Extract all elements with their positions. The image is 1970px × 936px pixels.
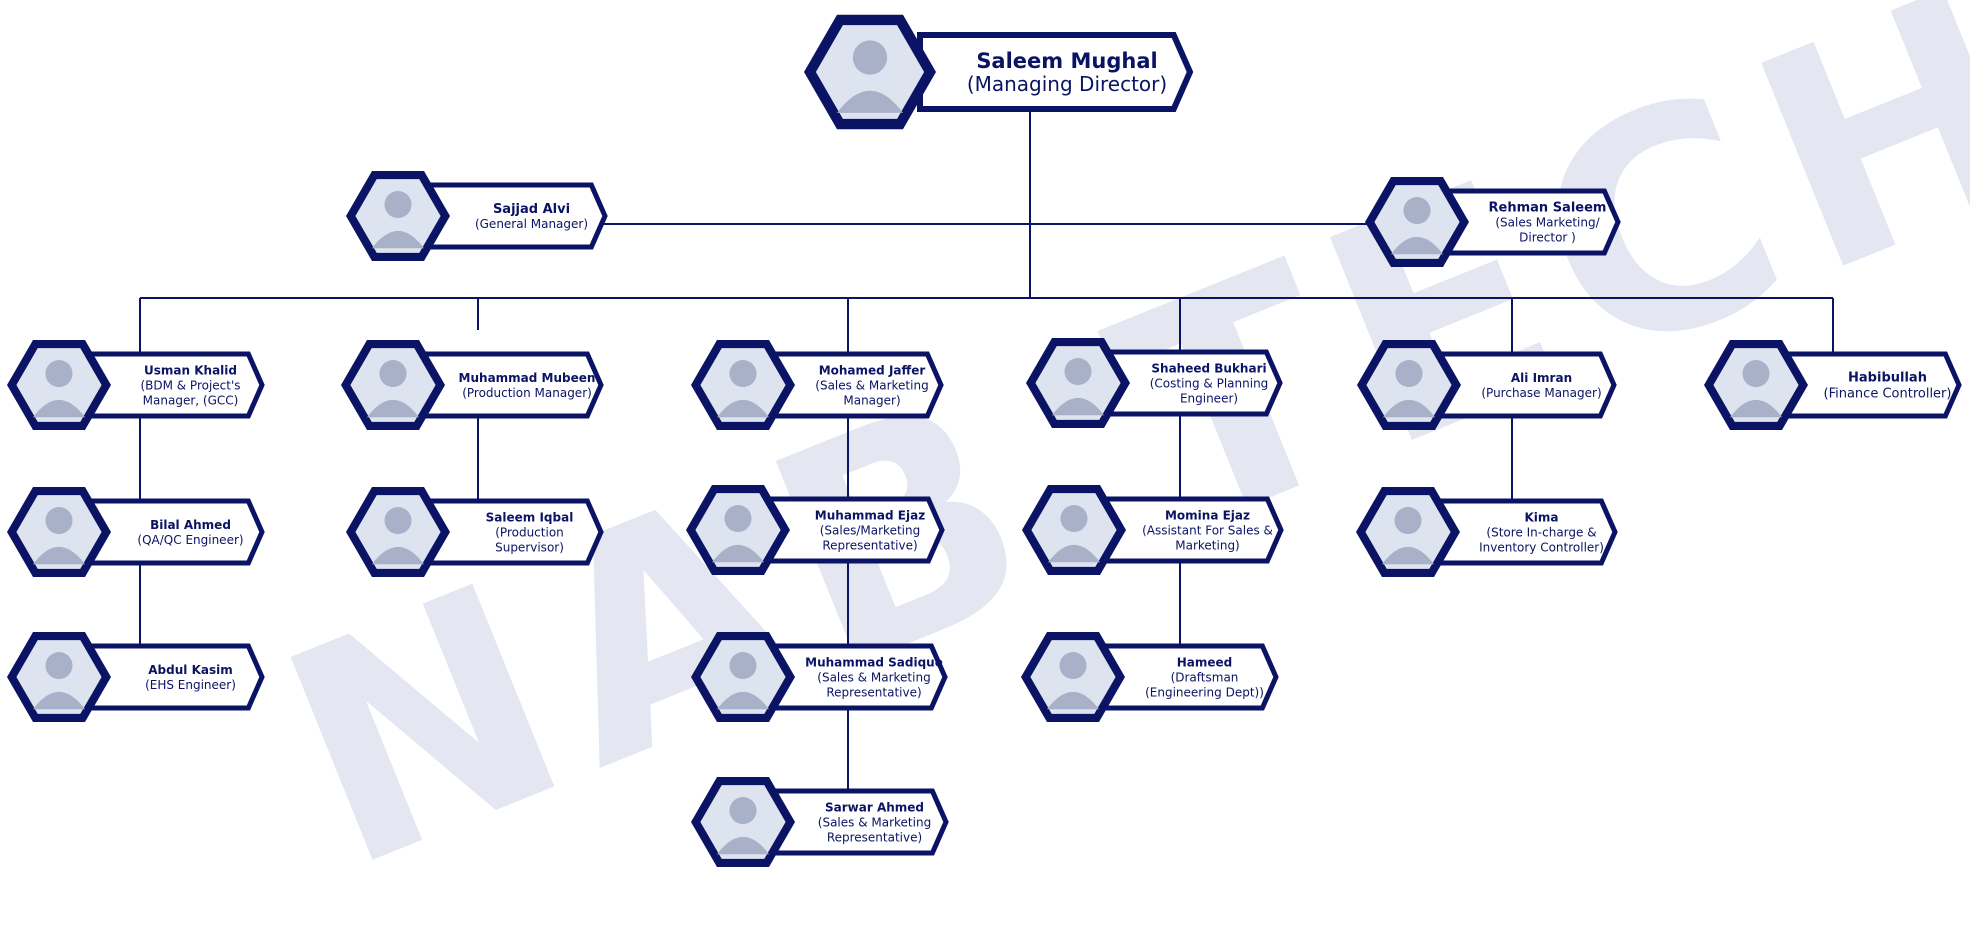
org-node-saleem-mughal[interactable]: Saleem Mughal(Managing Director): [804, 14, 1194, 130]
avatar: [815, 25, 925, 119]
employee-role: Representative): [827, 830, 922, 844]
org-node-sarwar-ahmed[interactable]: Sarwar Ahmed(Sales & MarketingRepresenta…: [691, 777, 949, 867]
avatar: [350, 348, 436, 422]
avatar: [700, 348, 786, 422]
avatar: [1030, 640, 1116, 714]
employee-role: (Sales Marketing/: [1495, 216, 1600, 230]
employee-name: Usman Khalid: [144, 363, 237, 377]
employee-name: Bilal Ahmed: [150, 518, 231, 532]
org-node-bilal-ahmed[interactable]: Bilal Ahmed(QA/QC Engineer): [7, 487, 265, 577]
employee-name: Sarwar Ahmed: [825, 800, 924, 814]
employee-name: Momina Ejaz: [1165, 508, 1250, 522]
employee-role: (Purchase Manager): [1481, 386, 1601, 400]
org-node-sajjad-alvi[interactable]: Sajjad Alvi(General Manager): [346, 171, 608, 261]
avatar: [16, 348, 102, 422]
employee-name: Ali Imran: [1511, 371, 1572, 385]
employee-name: Hameed: [1177, 655, 1233, 669]
employee-role: Inventory Controller): [1479, 540, 1604, 554]
employee-role: Supervisor): [495, 540, 564, 554]
employee-role: (Assistant For Sales &: [1142, 523, 1273, 537]
employee-role: (Production: [495, 525, 564, 539]
avatar: [355, 495, 441, 569]
employee-name: Shaheed Bukhari: [1151, 361, 1266, 375]
employee-name: Muhammad Mubeen: [459, 371, 596, 385]
employee-role: (Production Manager): [462, 386, 592, 400]
avatar: [1366, 348, 1452, 422]
employee-role: Director ): [1519, 231, 1576, 245]
employee-role: Marketing): [1175, 538, 1240, 552]
org-node-momina-ejaz[interactable]: Momina Ejaz(Assistant For Sales &Marketi…: [1022, 485, 1284, 575]
employee-name: Rehman Saleem: [1489, 201, 1607, 216]
employee-role: Engineer): [1180, 391, 1238, 405]
avatar: [355, 179, 441, 253]
avatar: [1035, 346, 1121, 420]
employee-name: Habibullah: [1848, 371, 1927, 386]
employee-role: (General Manager): [475, 217, 588, 231]
employee-role: (BDM & Project's: [140, 378, 240, 392]
org-node-kima[interactable]: Kima(Store In-charge &Inventory Controll…: [1356, 487, 1618, 577]
employee-role: Representative): [822, 538, 917, 552]
avatar: [1365, 495, 1451, 569]
employee-role: Representative): [826, 685, 921, 699]
org-node-hameed[interactable]: Hameed(Draftsman(Engineering Dept)): [1021, 632, 1279, 722]
employee-name: Saleem Iqbal: [486, 510, 574, 524]
employee-role: (Draftsman: [1171, 670, 1239, 684]
employee-name: Abdul Kasim: [148, 663, 232, 677]
org-node-rehman-saleem[interactable]: Rehman Saleem(Sales Marketing/Director ): [1365, 177, 1621, 267]
org-node-habibullah[interactable]: Habibullah(Finance Controller): [1704, 340, 1962, 430]
employee-role: (Sales/Marketing: [820, 523, 920, 537]
employee-role: (Sales & Marketing: [818, 815, 931, 829]
employee-name: Muhammad Sadique: [805, 655, 943, 669]
org-node-muhammad-sadique[interactable]: Muhammad Sadique(Sales & MarketingRepres…: [691, 632, 948, 722]
employee-role: (Costing & Planning: [1150, 376, 1269, 390]
employee-role: Manager, (GCC): [143, 393, 239, 407]
employee-name: Mohamed Jaffer: [819, 363, 926, 377]
org-chart: Saleem Mughal(Managing Director) Sajjad A…: [7, 14, 1962, 867]
avatar: [700, 785, 786, 859]
employee-role: (Engineering Dept)): [1145, 685, 1264, 699]
employee-role: Manager): [843, 393, 900, 407]
avatar: [1374, 185, 1460, 259]
org-node-shaheed-bukhari[interactable]: Shaheed Bukhari(Costing & PlanningEngine…: [1026, 338, 1283, 428]
avatar: [700, 640, 786, 714]
avatar: [16, 495, 102, 569]
avatar: [16, 640, 102, 714]
employee-role: (Managing Director): [967, 72, 1167, 96]
employee-role: (Store In-charge &: [1486, 525, 1596, 539]
employee-name: Sajjad Alvi: [493, 202, 570, 217]
org-node-abdul-kasim[interactable]: Abdul Kasim(EHS Engineer): [7, 632, 265, 722]
org-node-ali-imran[interactable]: Ali Imran(Purchase Manager): [1357, 340, 1617, 430]
avatar: [695, 493, 781, 567]
avatar: [1031, 493, 1117, 567]
employee-role: (Finance Controller): [1824, 387, 1952, 402]
employee-role: (EHS Engineer): [145, 678, 236, 692]
employee-name: Muhammad Ejaz: [815, 508, 925, 522]
employee-name: Saleem Mughal: [976, 49, 1157, 73]
employee-role: (Sales & Marketing: [817, 670, 930, 684]
employee-name: Kima: [1524, 510, 1558, 524]
org-node-muhammad-ejaz[interactable]: Muhammad Ejaz(Sales/MarketingRepresentat…: [686, 485, 945, 575]
employee-role: (QA/QC Engineer): [137, 533, 243, 547]
avatar: [1713, 348, 1799, 422]
org-node-muhammad-mubeen[interactable]: Muhammad Mubeen(Production Manager): [341, 340, 604, 430]
employee-role: (Sales & Marketing: [815, 378, 928, 392]
